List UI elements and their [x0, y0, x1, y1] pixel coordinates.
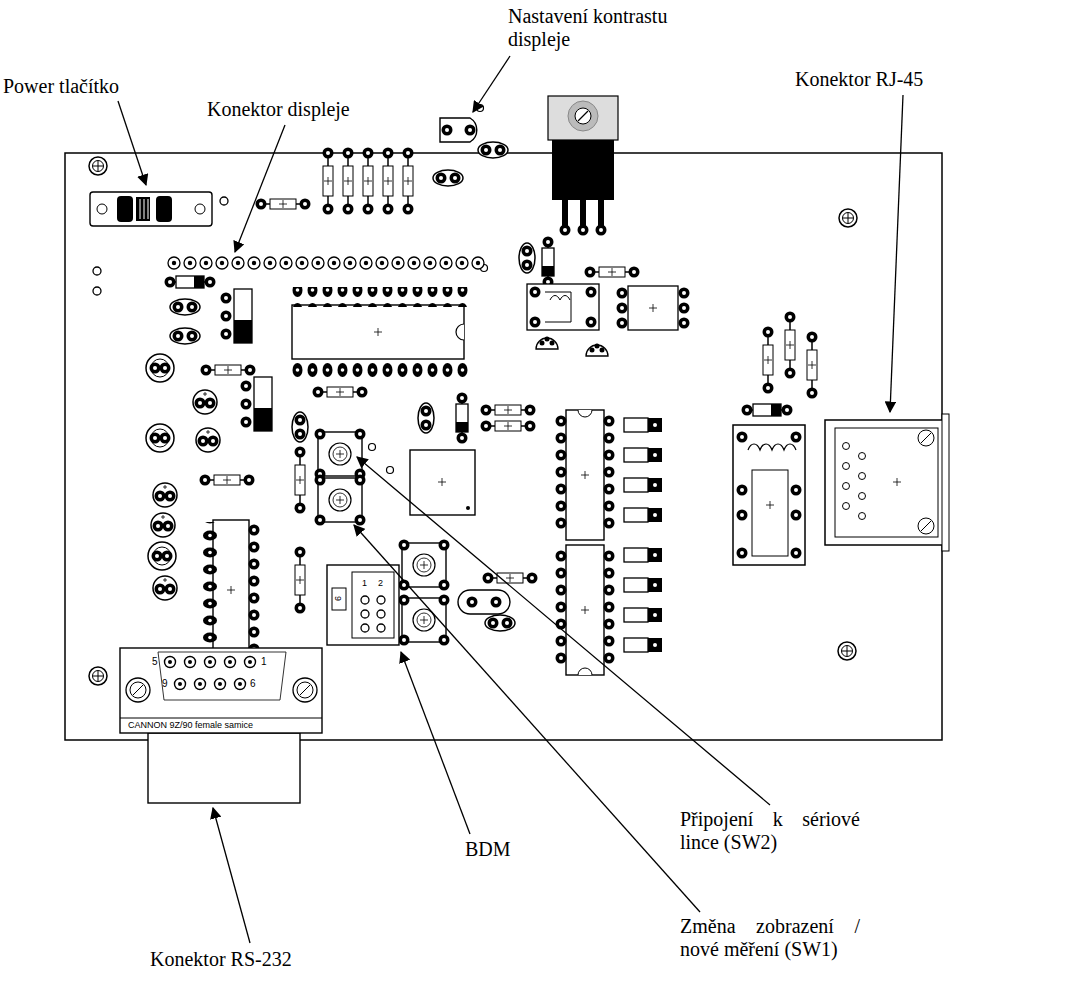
- pcb-board: [65, 153, 942, 740]
- pin-number: 5: [152, 656, 158, 668]
- callout-label: Nastavení kontrastu displeje: [508, 5, 708, 51]
- resistor-symbol: [200, 148, 818, 614]
- microcontroller: [410, 450, 475, 515]
- callout-label: Konektor RS-232: [150, 948, 292, 971]
- small-pad: [93, 197, 488, 474]
- ic-pins: [249, 525, 260, 655]
- callout-label: Power tlačítko: [3, 75, 119, 98]
- ic-chip: [566, 410, 604, 675]
- power-switch: [90, 192, 212, 226]
- pin-number: 1: [362, 578, 367, 589]
- callout-label: Připojení k sériové lince (SW2): [680, 808, 860, 854]
- pin-number: 6: [333, 596, 344, 601]
- pin-number: 2: [378, 578, 383, 589]
- callout-label: BDM: [465, 838, 511, 861]
- rj45-connector: [825, 414, 949, 551]
- trimmer-potentiometer: [440, 105, 508, 159]
- callout-label: Konektor RJ-45: [795, 68, 923, 91]
- ic-chip: [290, 287, 470, 378]
- callout-label: Změna zobrazení / nové měření (SW1): [680, 915, 860, 961]
- ic-chip: [617, 286, 690, 330]
- display-header: [166, 255, 486, 271]
- crystal: [458, 590, 510, 614]
- part-marking: CANNON 9Z/90 female samice: [128, 720, 253, 731]
- pin-number: 1: [261, 656, 267, 668]
- bdm-header: [327, 565, 399, 645]
- led-symbol: [624, 418, 662, 652]
- diode-symbol: [165, 237, 793, 444]
- ic-pins: [556, 416, 615, 664]
- pin-number: 9: [162, 678, 168, 690]
- leader-line: [118, 56, 903, 943]
- mounting-hole: [89, 157, 857, 685]
- pin-number: 6: [250, 678, 256, 690]
- push-button: [315, 429, 450, 646]
- callout-label: Konektor displeje: [207, 98, 350, 121]
- relay: [733, 425, 805, 565]
- small-relay: [527, 284, 599, 330]
- capacitor-symbol: [146, 170, 535, 631]
- voltage-regulator: [548, 96, 618, 236]
- db9-connector: [120, 648, 322, 803]
